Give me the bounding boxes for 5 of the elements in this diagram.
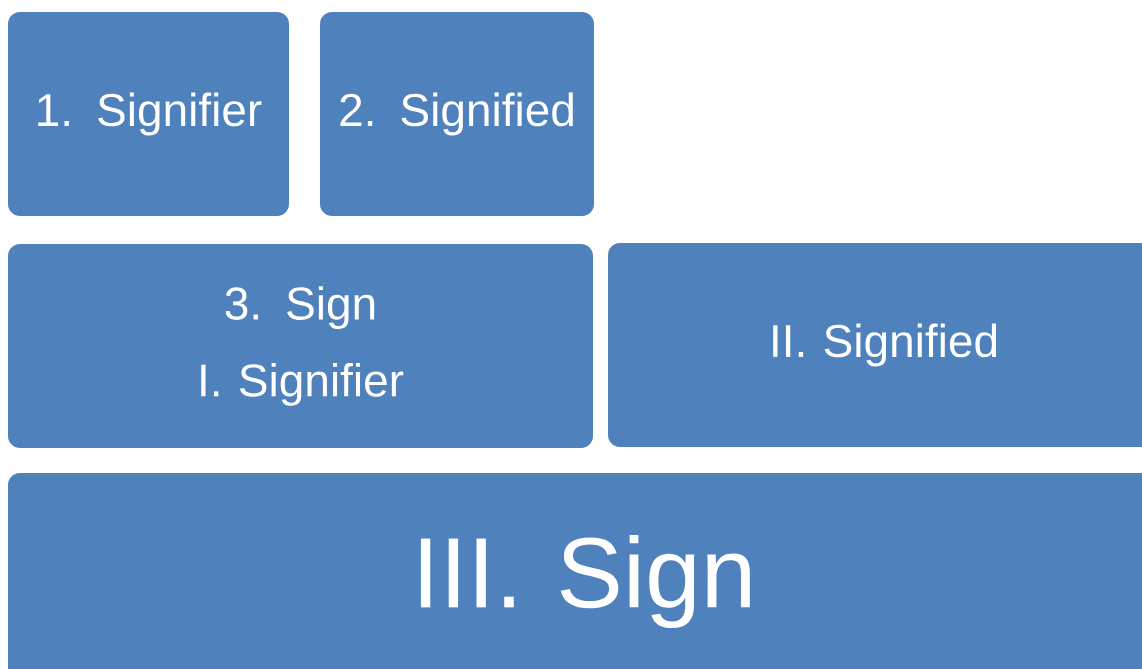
process-box: 2. Signified bbox=[320, 12, 594, 216]
process-box: II. Signified bbox=[608, 243, 1142, 447]
process-box: III. Sign bbox=[8, 473, 1142, 669]
process-box: 1. Signifier bbox=[8, 12, 289, 216]
process-box: 3. Sign I. Signifier bbox=[8, 244, 593, 448]
